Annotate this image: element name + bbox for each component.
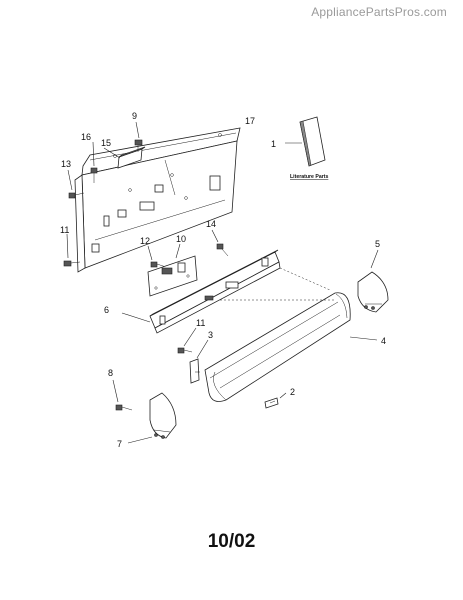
callout-15: 17: [245, 116, 255, 126]
screw-part-11-upper: [63, 233, 81, 267]
end-cap-left-part-7: [127, 392, 177, 444]
literature-parts-label: Literature Parts: [290, 174, 328, 180]
screw-part-8: [112, 379, 133, 411]
revision-date-code: 10/02: [207, 531, 256, 552]
screw-part-11-lower: [177, 327, 197, 354]
control-board-part-10: [147, 243, 198, 297]
callout-1: 1: [271, 139, 276, 149]
callout-5: 5: [375, 239, 380, 249]
callout-11-upper: 11: [60, 225, 69, 235]
clip-part-3: [189, 339, 209, 384]
screw-part-16: [90, 141, 98, 183]
bracket-part-17: [103, 146, 146, 169]
callout-11-lower: 11: [196, 318, 205, 328]
end-cap-right-part-5: [357, 249, 389, 313]
console-part-4: [204, 292, 378, 402]
screw-part-12: [147, 245, 167, 268]
callout-17: 15: [101, 138, 111, 148]
callout-16: 16: [81, 132, 91, 142]
callout-8: 8: [108, 368, 113, 378]
screw-part-13: [67, 169, 85, 199]
callout-14: 14: [206, 219, 216, 229]
callout-7: 7: [117, 439, 122, 449]
callout-6: 6: [104, 305, 109, 315]
screw-part-9: [134, 121, 143, 152]
callout-9: 9: [132, 111, 137, 121]
callout-13: 13: [61, 159, 71, 169]
rear-panel: [74, 127, 241, 273]
callout-12: 12: [140, 236, 150, 246]
site-watermark: AppliancePartsPros.com: [311, 5, 447, 19]
callout-3: 3: [208, 330, 213, 340]
literature-booklet: Literature Parts: [285, 116, 328, 180]
screw-part-14: [211, 229, 229, 257]
callout-2: 2: [290, 387, 295, 397]
callout-10: 10: [176, 234, 186, 244]
insert-part-2: [264, 392, 287, 409]
callout-4: 4: [381, 336, 386, 346]
control-panel-frame-part-6: [121, 249, 281, 334]
